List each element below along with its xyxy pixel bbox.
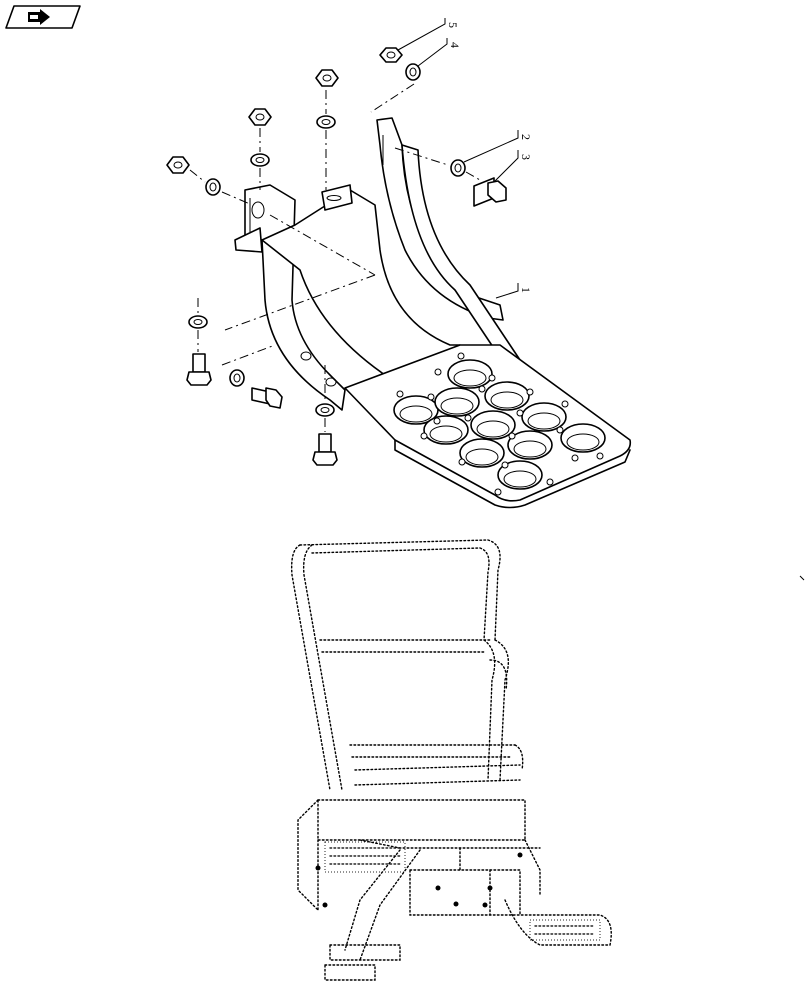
center-lines xyxy=(189,83,481,432)
callouts: 5 4 2 3 1 xyxy=(397,18,533,299)
hardware xyxy=(166,47,507,466)
hex-nut xyxy=(166,156,190,174)
bolt xyxy=(312,433,338,466)
step-holes xyxy=(393,359,606,490)
washer xyxy=(315,403,335,417)
washer xyxy=(250,153,270,167)
callout-5: 5 xyxy=(446,22,460,28)
machine-context xyxy=(290,539,612,981)
washer xyxy=(316,115,336,129)
hex-nut xyxy=(315,69,339,87)
callout-4: 4 xyxy=(448,42,462,48)
washer xyxy=(205,178,221,196)
navigation-arrow-icon xyxy=(28,9,50,25)
washer-2 xyxy=(450,159,466,177)
bolt-3 xyxy=(473,177,507,207)
callout-1: 1 xyxy=(519,287,533,293)
bolt xyxy=(186,353,212,386)
bolt xyxy=(251,387,283,409)
washer xyxy=(188,315,208,329)
washer-4 xyxy=(405,63,421,81)
step-bracket xyxy=(234,117,632,509)
hex-nut-5 xyxy=(379,47,403,63)
washer xyxy=(229,369,245,387)
callout-3: 3 xyxy=(519,154,533,160)
hex-nut xyxy=(248,108,272,126)
tread-pattern xyxy=(324,841,601,941)
navigation-badge[interactable] xyxy=(5,5,81,29)
callout-2: 2 xyxy=(519,134,533,140)
